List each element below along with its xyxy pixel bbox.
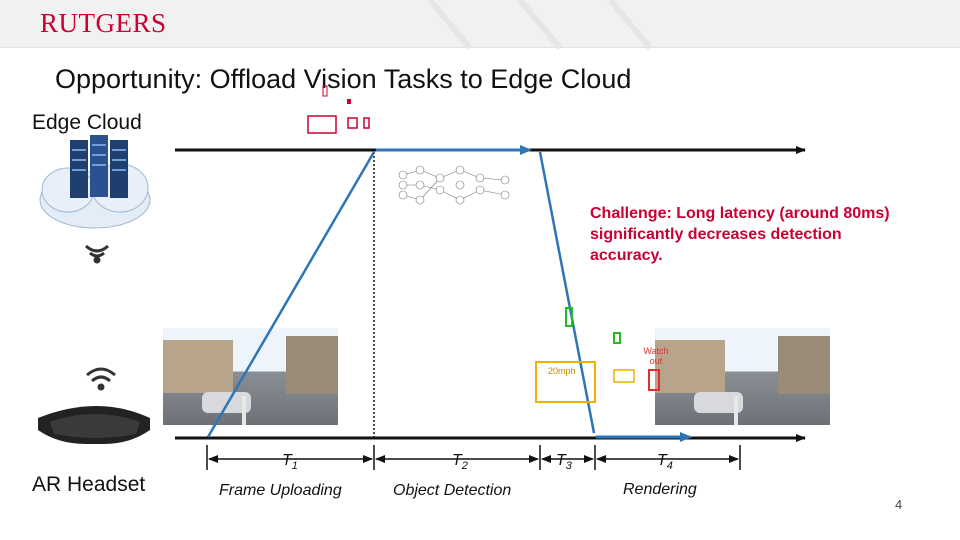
t1-label: T1 [282,452,298,473]
challenge-note: Challenge: Long latency (around 80ms) si… [590,205,890,264]
t4-label: T4 [657,452,673,473]
slide-title: Opportunity: Offload Vision Tasks to Edg… [55,64,632,94]
t3-label: T3 [556,452,572,473]
speed-sign-detection-box [535,361,596,403]
t2-label: T2 [452,452,468,473]
uploaded-frame-image [163,328,338,425]
neural-network-diagram [384,158,524,220]
warning-detection-box [648,369,660,391]
ar-headset-label: AR Headset [32,473,146,496]
header-banner [0,0,960,48]
frame-uploading-caption: Frame Uploading [219,482,342,499]
speed-sign-label: 20mph [548,366,576,376]
green-detection-box-small [613,332,621,344]
ar-headset-icon [38,406,150,444]
small-detection-box [613,369,635,383]
page-number: 4 [895,497,903,512]
edge-cloud-server-icon [39,135,151,229]
object-detection-caption: Object Detection [393,482,512,499]
data-flow-arrows [206,145,692,442]
rendering-caption: Rendering [623,481,697,498]
background-decoration [427,0,653,50]
rutgers-logo: RUTGERS [40,8,167,38]
wifi-icon [86,367,116,391]
green-detection-box [565,307,573,327]
frame-icons [307,85,370,134]
edge-cloud-label: Edge Cloud [32,111,142,134]
interval-markers [206,445,741,470]
warning-label: Watch out [643,346,669,366]
wireless-signal-icon [84,244,110,264]
rendered-frame-image [655,328,830,425]
